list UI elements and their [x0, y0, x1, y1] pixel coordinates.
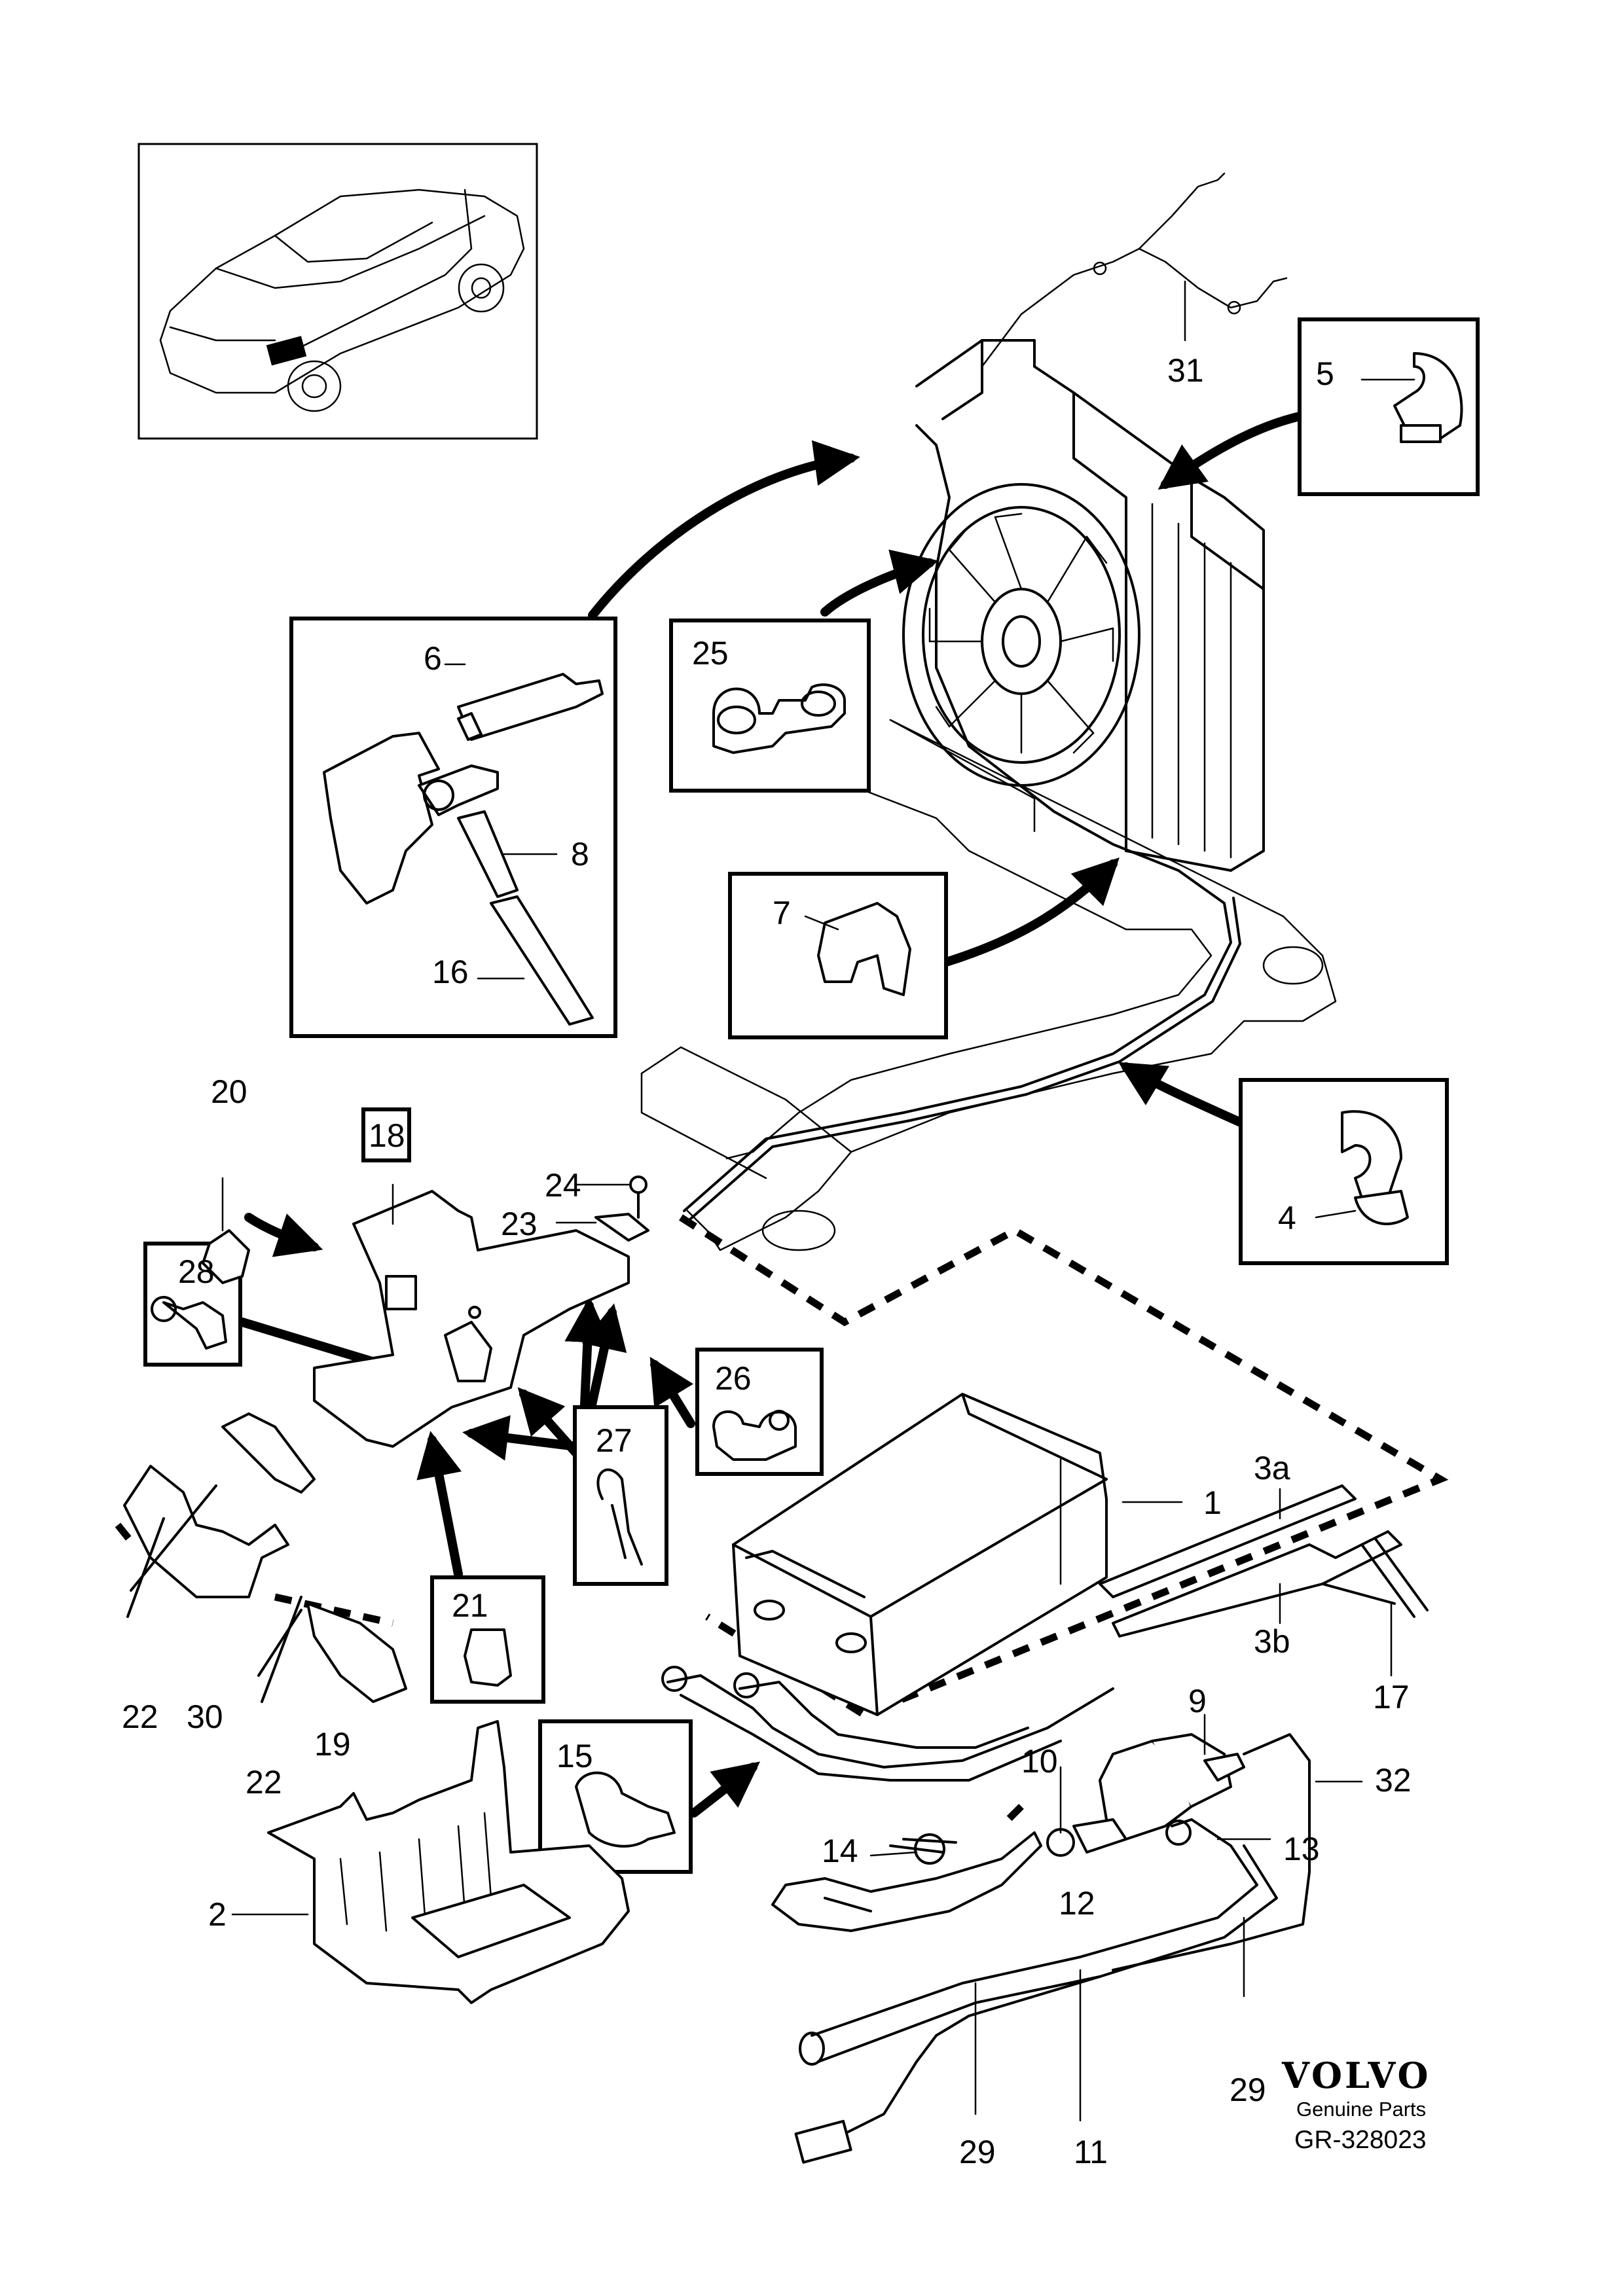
callout-21: 21: [452, 1587, 488, 1624]
bracket-18: [313, 1183, 630, 1448]
label-box-18: [361, 1107, 411, 1162]
callout-22a: 22: [122, 1698, 158, 1735]
callout-12: 12: [1059, 1885, 1095, 1922]
callout-2: 2: [208, 1896, 227, 1933]
inset-valve-box: [289, 617, 617, 1038]
callout-4: 4: [1278, 1200, 1296, 1236]
callout-9: 9: [1188, 1683, 1207, 1719]
pipe-loops: [661, 1666, 1114, 1782]
heat-shield-19: [306, 1602, 407, 1703]
callout-30: 30: [187, 1698, 223, 1735]
callout-31: 31: [1167, 352, 1204, 389]
callout-6: 6: [424, 640, 442, 677]
vent-hose-31: [981, 172, 1288, 368]
vent-line-main: [683, 424, 1232, 1212]
inset-clip-box-7: [728, 872, 948, 1039]
callout-8: 8: [571, 836, 589, 872]
callout-20: 20: [211, 1073, 247, 1110]
callout-25: 25: [692, 635, 729, 672]
callout-18: 18: [369, 1117, 405, 1154]
callout-24: 24: [545, 1167, 581, 1204]
inset-clip-box-26: [695, 1348, 824, 1476]
inset-clip-box-15: [538, 1719, 693, 1874]
callout-7: 7: [773, 895, 791, 931]
inset-clip-box-27: [573, 1405, 668, 1586]
callout-13: 13: [1283, 1831, 1320, 1867]
callout-11: 11: [1074, 2134, 1108, 2170]
bracket-2: [231, 1720, 630, 2004]
callout-16: 16: [432, 954, 469, 990]
inset-clip-box-25: [669, 619, 871, 793]
subframe-crossmember: [640, 719, 1337, 1251]
inset-clip-box-4: [1239, 1078, 1449, 1265]
inset-clip-box-28: [143, 1242, 242, 1367]
pipes-3a-3b-17: [1099, 1484, 1429, 1677]
genuine-parts-label: Genuine Parts: [1296, 2098, 1426, 2121]
inset-clip-box-5: [1298, 317, 1480, 496]
volvo-logo: VOLVO: [1281, 2054, 1431, 2096]
callout-28: 28: [178, 1253, 215, 1290]
callout-29a: 29: [959, 2134, 996, 2170]
callout-3b: 3b: [1254, 1623, 1290, 1660]
callout-5: 5: [1316, 355, 1334, 392]
purge-valve-9: [1072, 1713, 1271, 1854]
vehicle-location-thumbnail: [137, 143, 538, 440]
callout-17: 17: [1373, 1679, 1410, 1715]
dashed-outline-left: [115, 1522, 394, 1627]
radiator-fan-assembly: [902, 339, 1265, 872]
heat-shield-30: [123, 1412, 316, 1677]
callout-labels: 1 2 3a 3b 4 5 6 7 8 9 10 11 12 13 14 15 …: [122, 352, 1412, 2170]
callout-22b: 22: [246, 1764, 282, 1801]
hose-10: [771, 1766, 1075, 1932]
callout-27: 27: [596, 1422, 632, 1459]
callout-1: 1: [1203, 1484, 1222, 1521]
dashed-outline-right: [679, 1214, 1449, 1719]
diagram-code: GR-328023: [1294, 2126, 1427, 2154]
callout-14: 14: [822, 1833, 858, 1869]
callout-26: 26: [715, 1360, 752, 1397]
inset-clip-box-21: [430, 1575, 545, 1704]
brand-block: VOLVO Genuine Parts GR-328023: [1281, 2054, 1431, 2154]
callout-10: 10: [1021, 1743, 1058, 1780]
charcoal-canister-1: [732, 1393, 1183, 1716]
callout-29b: 29: [1230, 2072, 1266, 2108]
small-hardware: [126, 1175, 649, 1703]
callout-15: 15: [556, 1738, 593, 1774]
callout-3a: 3a: [1254, 1450, 1290, 1486]
callout-19: 19: [314, 1726, 351, 1763]
callout-32: 32: [1375, 1762, 1412, 1799]
callout-23: 23: [501, 1206, 538, 1242]
hose-11-wiring-32: [794, 1733, 1363, 2164]
